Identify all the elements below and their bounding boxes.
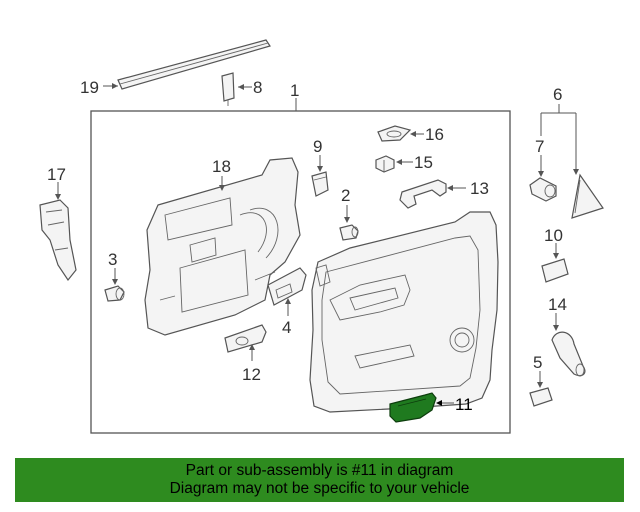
callout-6: 6	[553, 85, 562, 104]
part-9-cap[interactable]	[311, 171, 329, 197]
callout-9: 9	[313, 137, 322, 156]
callout-18: 18	[212, 157, 231, 176]
banner-line-part: Part or sub-assembly is #11 in diagram	[185, 462, 454, 479]
callout-1: 1	[290, 81, 299, 100]
part-14-handle-cover[interactable]	[551, 331, 586, 377]
assembly-frame	[90, 110, 511, 434]
part-2-clip[interactable]	[339, 224, 359, 241]
part-11-pull-handle[interactable]	[389, 392, 437, 423]
part-10-cap[interactable]	[541, 258, 569, 283]
callout-2: 2	[341, 186, 350, 205]
callout-14: 14	[548, 295, 567, 314]
callout-16: 16	[425, 125, 444, 144]
banner-line-disclaimer: Diagram may not be specific to your vehi…	[169, 480, 470, 497]
part-5-cap[interactable]	[529, 387, 553, 407]
callout-19: 19	[80, 78, 99, 97]
callout-4: 4	[282, 318, 291, 337]
part-15-clip[interactable]	[375, 155, 395, 173]
callout-7: 7	[535, 137, 544, 156]
part-16-cover[interactable]	[377, 125, 412, 142]
info-banner-background	[15, 458, 624, 502]
callout-8: 8	[253, 78, 262, 97]
highlighted-part[interactable]	[389, 392, 437, 423]
part-17-bracket[interactable]	[39, 199, 77, 282]
info-banner: Part or sub-assembly is #11 in diagram D…	[15, 458, 624, 502]
callout-17: 17	[47, 165, 66, 184]
part-18-inner-panel[interactable]	[144, 157, 301, 336]
part-12-pull-cup[interactable]	[224, 324, 267, 353]
callout-13: 13	[470, 179, 489, 198]
part-8-clip[interactable]	[221, 72, 235, 106]
callout-12: 12	[242, 365, 261, 384]
part-4-switch-bezel[interactable]	[267, 267, 307, 306]
callout-11: 11	[455, 395, 473, 414]
part-19-moulding[interactable]	[117, 39, 271, 90]
part-7-plug[interactable]	[529, 177, 557, 202]
callout-15: 15	[414, 153, 433, 172]
part-13-grab-handle[interactable]	[399, 179, 447, 209]
callout-3: 3	[108, 250, 117, 269]
callout-10: 10	[544, 226, 563, 245]
part-1-door-trim-panel[interactable]	[309, 211, 499, 413]
callout-5: 5	[533, 353, 542, 372]
part-3-grommet[interactable]	[104, 285, 125, 302]
part-6-tweeter-cover[interactable]	[571, 173, 604, 219]
